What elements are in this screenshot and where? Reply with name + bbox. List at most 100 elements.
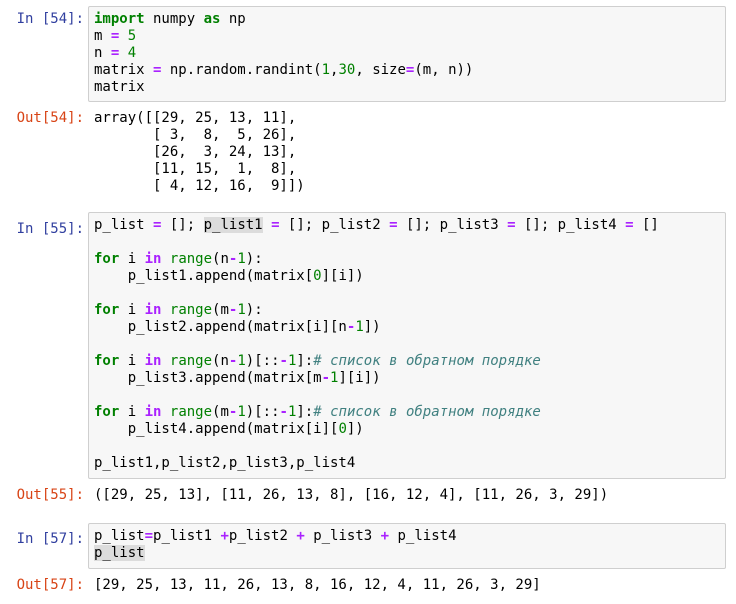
code-token: i [119,302,145,318]
code-token: = [153,62,162,78]
code-token: = [405,62,415,78]
output-prompt: Out[57]: [16,577,84,593]
code-token: []; p_list4 [515,217,626,233]
code-token: []; p_list2 [279,217,390,233]
code-token: ): [245,251,263,267]
input-prompt: In [54]: [16,11,84,27]
code-token: = [625,217,634,233]
code-token: ]) [346,421,364,437]
code-token: matrix [94,62,154,78]
code-token: ]: [296,353,314,369]
code-token: i [119,404,145,420]
code-token: []; p_list3 [397,217,508,233]
code-token: + [380,528,390,544]
code-token: p_list [94,528,145,544]
output-line: [29, 25, 13, 11, 26, 13, 8, 16, 12, 4, 1… [94,577,541,593]
code-token: numpy [144,11,204,27]
code-token [263,217,271,233]
code-line: p_list4.append(matrix[i][0]) [94,421,364,437]
code-token: (n [212,251,229,267]
output-line: [26, 3, 24, 13], [94,144,297,160]
code-token: , [330,62,339,78]
code-token: p_list2 [228,528,297,544]
code-line: import numpy as np [94,11,246,27]
code-token: = [389,217,398,233]
code-token: range [169,302,213,318]
code-line: p_list1.append(matrix[0][i]) [94,268,364,284]
code-token: ][i]) [321,268,364,284]
cell-output: array([[29, 25, 13, 11], [ 3, 8, 5, 26],… [94,110,305,195]
cell-output: ([29, 25, 13], [11, 26, 13, 8], [16, 12,… [94,487,608,504]
code-token: 1 [355,319,364,335]
code-token [119,45,127,61]
code-token: range [169,353,213,369]
code-line: for i in range(m-1): [94,302,263,318]
code-token: import [94,11,145,27]
code-token [119,28,127,44]
code-token: , size [355,62,406,78]
code-editor[interactable]: p_list = []; p_list1 = []; p_list2 = [];… [89,213,725,476]
code-token: - [228,251,238,267]
code-token [161,353,169,369]
code-input-area[interactable]: p_list=p_list1 +p_list2 + p_list3 + p_li… [88,523,726,569]
code-token: m [94,28,111,44]
code-token: 1 [321,62,331,78]
code-token: - [228,404,238,420]
code-token: for [94,302,120,318]
code-token: ][i]) [338,370,381,386]
code-line: p_list = []; p_list1 = []; p_list2 = [];… [94,217,659,233]
code-token: np [220,11,246,27]
input-prompt: In [57]: [16,531,84,547]
output-line: ([29, 25, 13], [11, 26, 13, 8], [16, 12,… [94,487,609,503]
code-token: ]) [363,319,381,335]
output-prompt: Out[54]: [16,110,84,126]
code-token: p_list1,p_list2,p_list3,p_list4 [94,455,356,471]
code-line: m = 5 [94,28,136,44]
code-token: - [228,302,238,318]
code-token: 4 [127,45,137,61]
code-token: in [144,302,162,318]
code-token: ]: [296,404,314,420]
code-token: - [228,353,238,369]
code-token: np.random.randint( [161,62,322,78]
code-line: n = 4 [94,45,136,61]
code-input-area[interactable]: import numpy as np m = 5 n = 4 matrix = … [88,6,726,102]
code-line: p_list2.append(matrix[i][n-1]) [94,319,381,335]
code-token: = [271,217,280,233]
code-token: for [94,251,120,267]
code-token: 1 [237,251,246,267]
code-line: for i in range(n-1): [94,251,263,267]
code-line: for i in range(m-1)[::-1]:# список в обр… [94,404,541,420]
code-line: matrix [94,79,145,95]
code-line: matrix = np.random.randint(1,30, size=(m… [94,62,473,78]
code-token: - [279,404,288,420]
code-token: for [94,353,120,369]
cell-output: [29, 25, 13, 11, 26, 13, 8, 16, 12, 4, 1… [94,577,541,594]
code-token: p_list3 [304,528,381,544]
output-prompt: Out[55]: [16,487,84,503]
code-token: in [144,353,162,369]
code-token: p_list [94,217,154,233]
code-token: )[:: [245,404,280,420]
code-input-area[interactable]: p_list = []; p_list1 = []; p_list2 = [];… [88,212,726,479]
code-editor[interactable]: import numpy as np m = 5 n = 4 matrix = … [89,7,725,100]
code-token: p_list4.append(matrix[i][ [94,421,339,437]
code-token: + [220,528,229,544]
code-token: (n [212,353,229,369]
code-token: for [94,404,120,420]
output-line: [ 4, 12, 16, 9]]) [94,178,305,194]
code-token: p_list1 [203,217,263,233]
output-line: [11, 15, 1, 8], [94,161,297,177]
code-token: # список в обратном порядке [313,404,541,420]
code-token: (m [212,404,229,420]
code-token: n [94,45,111,61]
code-editor[interactable]: p_list=p_list1 +p_list2 + p_list3 + p_li… [89,524,725,566]
code-token: )[:: [245,353,280,369]
code-token: 0 [313,268,322,284]
code-token: 5 [127,28,137,44]
code-token: = [507,217,516,233]
code-token: 1 [330,370,339,386]
code-token: range [169,404,213,420]
code-token: i [119,353,145,369]
code-token: ): [245,302,263,318]
